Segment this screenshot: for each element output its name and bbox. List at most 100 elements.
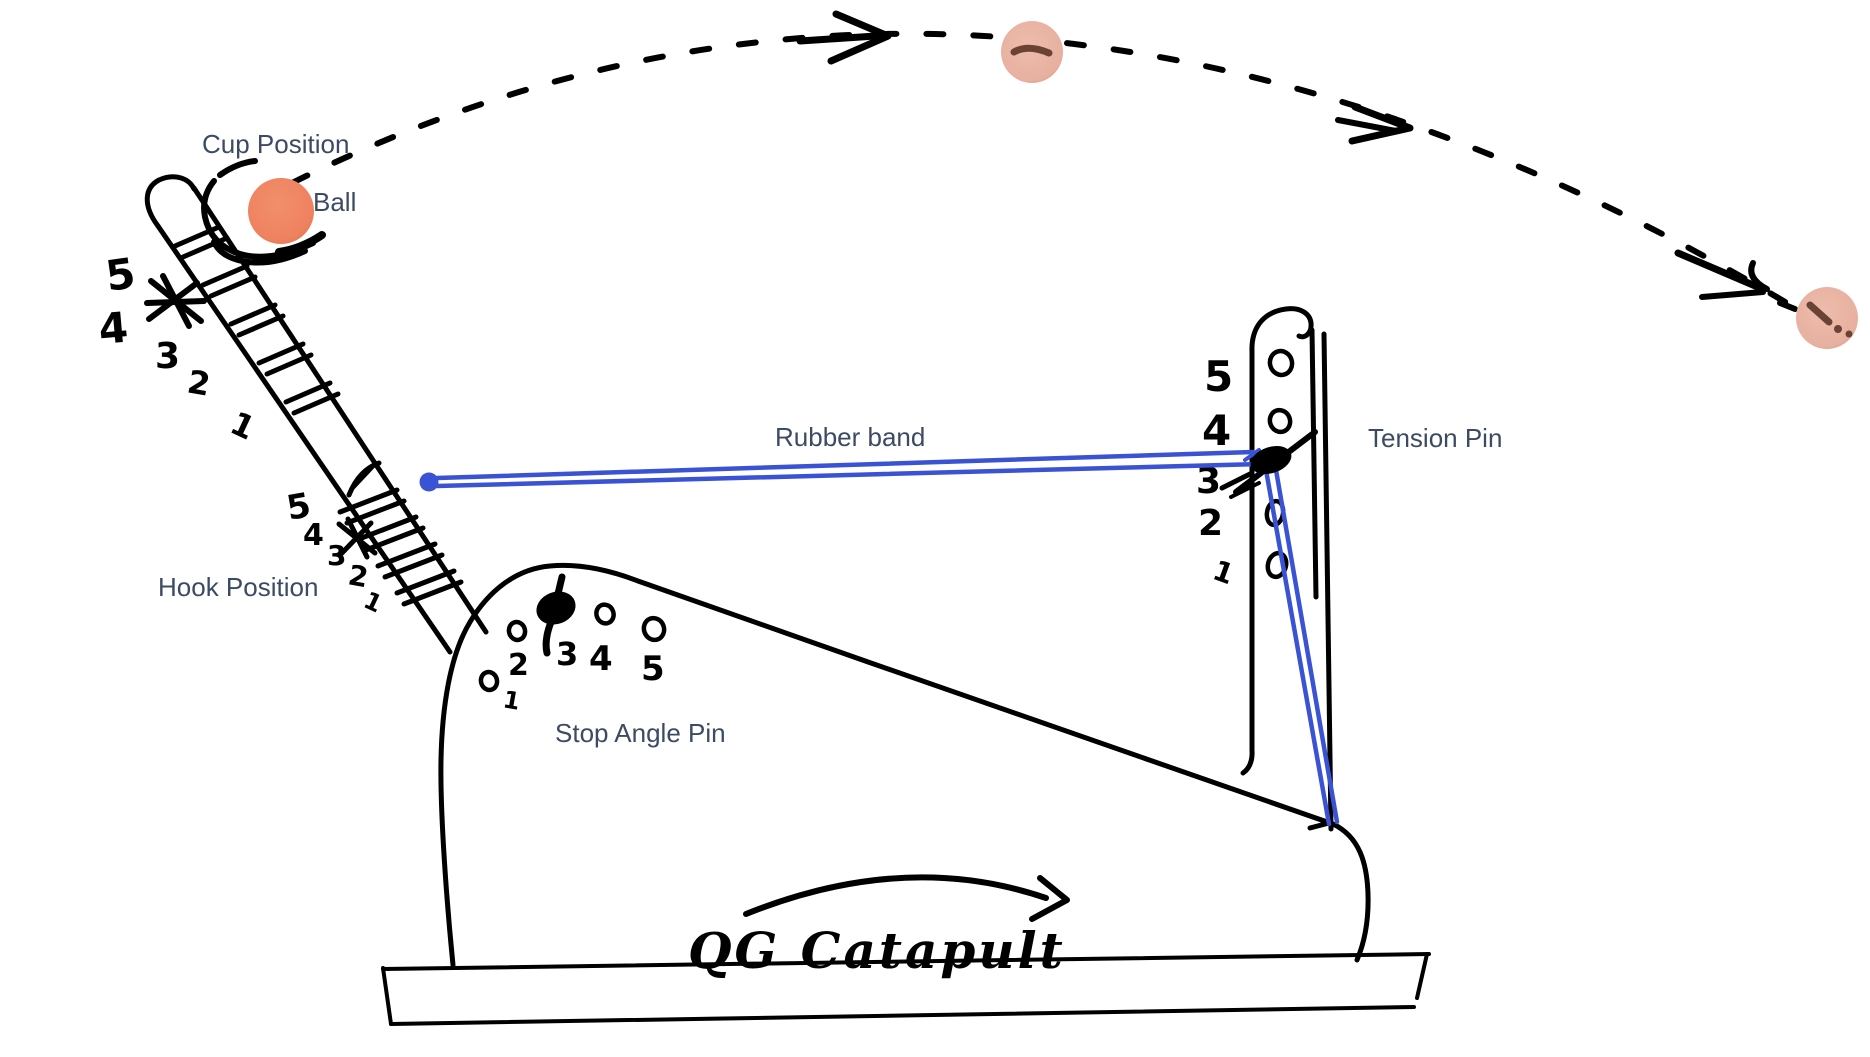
ball-seam-mark (1010, 44, 1053, 57)
rung-mark (346, 460, 382, 498)
rung-mark (283, 380, 333, 405)
post-back-edge (1321, 331, 1334, 832)
trajectory-dash (1777, 300, 1798, 312)
trajectory-arc (289, 10, 1858, 349)
trajectory-arrow-3-icon (1674, 249, 1798, 312)
tension-pin (1219, 429, 1318, 499)
pin-head (1250, 446, 1292, 474)
scale-number: 2 (346, 558, 371, 594)
pin-stem (553, 573, 566, 602)
rung-mark (236, 313, 286, 338)
rung-mark (256, 341, 306, 366)
arrow-head (827, 10, 892, 65)
rung-mark (356, 514, 419, 542)
title-arrow-head (1029, 875, 1070, 922)
rung-mark (382, 552, 445, 580)
arm-left-edge (155, 223, 453, 655)
band-strand-top (434, 449, 1256, 481)
cup-position-label: Cup Position (202, 129, 349, 159)
scale-number: 4 (1202, 406, 1231, 455)
scale-number: 1 (501, 685, 522, 715)
band-strand-down-left (1263, 467, 1332, 827)
hook-position-rungs (337, 460, 464, 607)
rung-mark (200, 263, 250, 288)
rubber-band (419, 448, 1340, 827)
band-strand-bottom (434, 461, 1264, 489)
arrow-head-lower (1699, 289, 1766, 300)
stop-angle-hole-5 (641, 615, 667, 643)
scale-number: 5 (103, 248, 139, 301)
arrow-shaft (1335, 117, 1399, 134)
tension-pin-label: Tension Pin (1368, 423, 1502, 453)
stop-angle-hole-1 (478, 669, 500, 693)
scale-number: 5 (641, 649, 665, 689)
rung-mark (401, 579, 464, 607)
cup-stroke (217, 158, 258, 178)
scale-number: 2 (508, 648, 529, 683)
rung-mark (337, 487, 400, 515)
cup-stroke (211, 239, 308, 266)
stop-angle-hole-2 (506, 619, 528, 643)
post-base-tick (1307, 820, 1332, 831)
arrow-head (1348, 103, 1414, 145)
scale-number: 3 (155, 336, 180, 377)
cup-position-scale: 5 4 3 2 1 (97, 248, 261, 447)
arrow-shaft (796, 32, 880, 45)
ball-at-landing (1796, 287, 1858, 349)
scale-number: 4 (97, 303, 130, 354)
ball-seam-dot (1834, 325, 1842, 333)
band-kink (1243, 448, 1261, 462)
catapult-title: QG Catapult (688, 921, 1066, 980)
cup-assembly (201, 158, 326, 266)
scale-number: 4 (303, 518, 324, 553)
pin-head (536, 591, 576, 625)
trajectory-arrow-1-icon (796, 10, 892, 65)
stop-angle-pin-label: Stop Angle Pin (555, 718, 726, 748)
cup-position-x-mark (144, 273, 207, 329)
pin-scribble (1229, 481, 1261, 499)
rung-mark (375, 541, 438, 569)
arm-end-cap (144, 174, 197, 229)
ball-label: Ball (313, 187, 356, 217)
plank-bottom-edge (389, 1005, 1416, 1026)
scale-number: 3 (327, 539, 346, 572)
plank-right-edge (1415, 952, 1429, 1000)
catapult-body-outline (438, 562, 1371, 968)
band-strand-down-right (1273, 467, 1340, 825)
rung-mark (264, 352, 314, 377)
title-annotation: QG Catapult (688, 874, 1070, 980)
rung-mark (394, 568, 457, 596)
ball-at-apex (1001, 21, 1063, 83)
rung-mark (344, 498, 407, 526)
title-arrow-arc (743, 874, 1049, 917)
throwing-arm (144, 174, 489, 655)
ball-seam-mark (1806, 301, 1833, 326)
cup-stroke (201, 178, 316, 260)
stop-angle-panel: 1 2 3 4 5 (478, 573, 667, 716)
arrow-head (1748, 260, 1770, 292)
arrow-shaft (1674, 249, 1764, 292)
rung-mark (228, 302, 278, 327)
pin-tail (542, 618, 555, 657)
plank-top-edge (381, 952, 1431, 971)
cup-position-rungs (172, 224, 341, 416)
cup-stroke (275, 231, 326, 256)
scale-number: 3 (556, 635, 578, 673)
rung-mark (363, 525, 426, 553)
x-stroke (144, 298, 207, 306)
post-left-edge (1240, 347, 1255, 776)
stop-angle-pin (536, 573, 576, 657)
hook-position-scale: 5 4 3 2 1 (284, 485, 387, 618)
stop-angle-hole-4 (594, 602, 616, 626)
base-plank (381, 952, 1431, 1026)
tension-hole-4 (1267, 407, 1293, 435)
band-hook-anchor-dot (419, 472, 439, 492)
tension-hole-5 (1267, 348, 1295, 378)
hook-position-x-mark (336, 516, 378, 560)
scale-number: 4 (589, 639, 613, 679)
scale-number: 1 (1209, 554, 1239, 592)
rubber-band-label: Rubber band (775, 422, 925, 452)
x-stroke (345, 516, 370, 560)
